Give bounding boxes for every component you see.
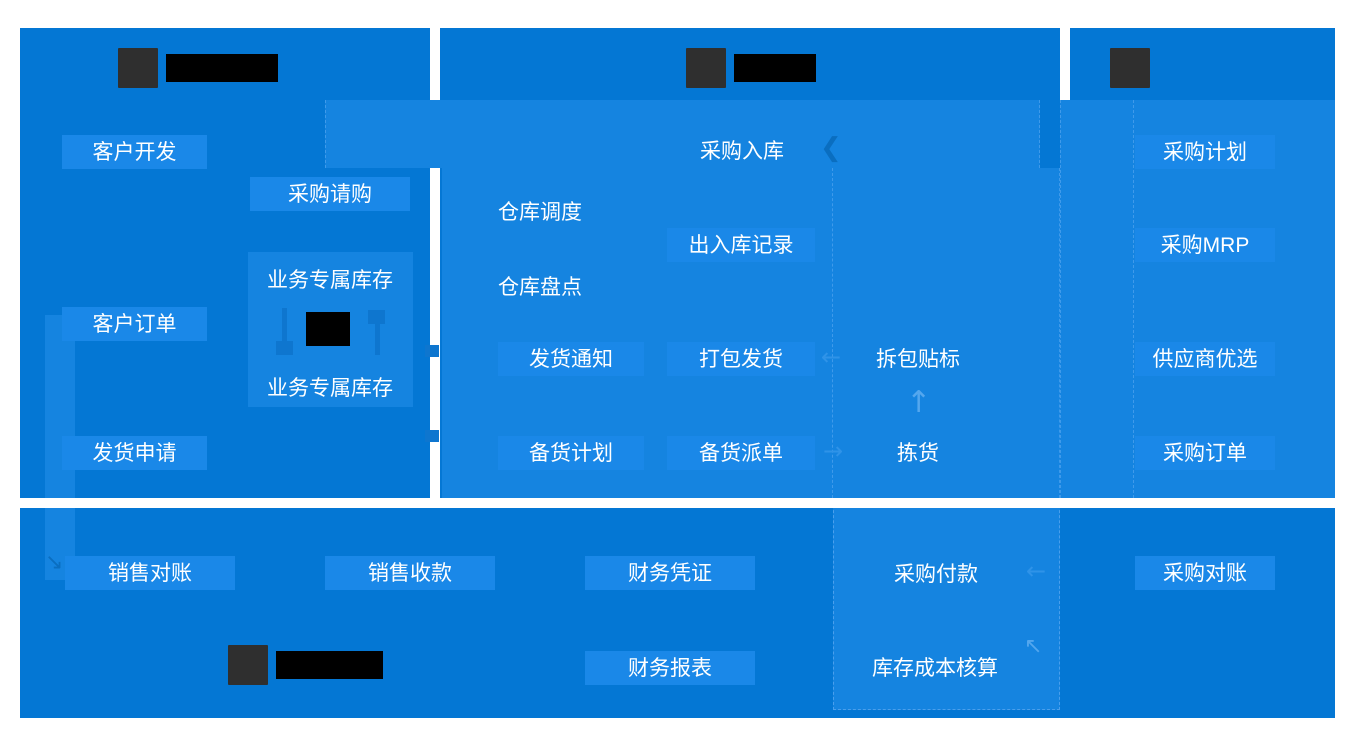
- stock-link-up-line: [375, 317, 380, 355]
- gap-panels-finance: [20, 498, 1335, 508]
- gap-warehouse-purchase: [1060, 28, 1070, 100]
- sales-outbound-connector-bottom: [425, 430, 439, 442]
- stock-link-down-line: [282, 308, 287, 346]
- node-purchase-order[interactable]: 采购订单: [1135, 436, 1275, 470]
- dept-header-finance: 财: [228, 645, 383, 685]
- band-purchase-inbound-flow: [325, 100, 1040, 168]
- arrow-picking-up: ↑: [906, 385, 932, 420]
- department-icon: [1110, 48, 1150, 88]
- node-purchase-mrp[interactable]: 采购MRP: [1135, 228, 1275, 262]
- dept-header-warehouse: 库: [686, 48, 816, 88]
- node-warehouse-stocktake[interactable]: 仓库盘点: [498, 275, 582, 299]
- node-sales-receipt[interactable]: 销售收款: [325, 556, 495, 590]
- node-customer-development[interactable]: 客户开发: [62, 135, 207, 169]
- department-icon: [228, 645, 268, 685]
- dept-title-finance: 财: [276, 651, 383, 680]
- node-purchase-inbound[interactable]: 采购入库: [700, 139, 784, 163]
- arrow-sales-reconciliation-in: ↘: [45, 550, 64, 575]
- stock-link-down-head: [276, 341, 293, 355]
- dept-header-purchase: [1110, 48, 1265, 88]
- node-pack-and-ship[interactable]: 打包发货: [667, 342, 815, 376]
- dept-header-sales: 销: [118, 48, 278, 88]
- band-warehouse-dispatch: [455, 186, 621, 309]
- node-business-dedicated-stock-bottom[interactable]: 业务专属库存: [267, 376, 393, 400]
- node-financial-report[interactable]: 财务报表: [585, 651, 755, 685]
- department-icon: [686, 48, 726, 88]
- panel-finance: [20, 508, 1335, 718]
- node-shipping-notice[interactable]: 发货通知: [498, 342, 644, 376]
- arrow-purchase-inbound-left: ❮: [820, 133, 842, 163]
- node-inventory-cost-accounting[interactable]: 库存成本核算: [872, 656, 998, 680]
- dept-title-warehouse: 库: [734, 54, 816, 83]
- node-customer-order[interactable]: 客户订单: [62, 307, 207, 341]
- band-purchase-divider: [1060, 100, 1134, 498]
- stock-link-label: 调拨 自用: [306, 312, 350, 346]
- node-purchase-reconciliation[interactable]: 采购对账: [1135, 556, 1275, 590]
- dept-title-sales: 销: [166, 54, 278, 83]
- arrow-inventory-cost-up: ↖: [1024, 634, 1043, 659]
- arrow-pack-ship-left: ←: [821, 343, 842, 371]
- node-stock-plan[interactable]: 备货计划: [498, 436, 644, 470]
- arrow-stock-dispatch-right: →: [823, 437, 844, 465]
- node-shipping-request[interactable]: 发货申请: [62, 436, 207, 470]
- gap-sales-warehouse: [430, 28, 440, 100]
- node-purchase-requisition[interactable]: 采购请购: [250, 177, 410, 211]
- node-supplier-selection[interactable]: 供应商优选: [1135, 342, 1275, 376]
- sales-outbound-connector-top: [425, 345, 439, 357]
- band-payment-flow: [833, 500, 1060, 710]
- node-purchase-payment[interactable]: 采购付款: [894, 562, 978, 586]
- band-outbound-flow: [832, 168, 1060, 498]
- arrow-purchase-payment-left: ←: [1026, 557, 1047, 585]
- node-purchase-plan[interactable]: 采购计划: [1135, 135, 1275, 169]
- node-inout-record[interactable]: 出入库记录: [667, 228, 815, 262]
- department-icon: [118, 48, 158, 88]
- node-warehouse-dispatch[interactable]: 仓库调度: [498, 200, 582, 224]
- node-picking[interactable]: 拣货: [897, 441, 939, 465]
- node-financial-voucher[interactable]: 财务凭证: [585, 556, 755, 590]
- node-sales-reconciliation[interactable]: 销售对账: [65, 556, 235, 590]
- node-unpack-and-label[interactable]: 拆包贴标: [876, 347, 960, 371]
- node-stock-dispatch[interactable]: 备货派单: [667, 436, 815, 470]
- node-business-dedicated-stock-top[interactable]: 业务专属库存: [267, 268, 393, 292]
- stock-link-up-head: [368, 310, 385, 324]
